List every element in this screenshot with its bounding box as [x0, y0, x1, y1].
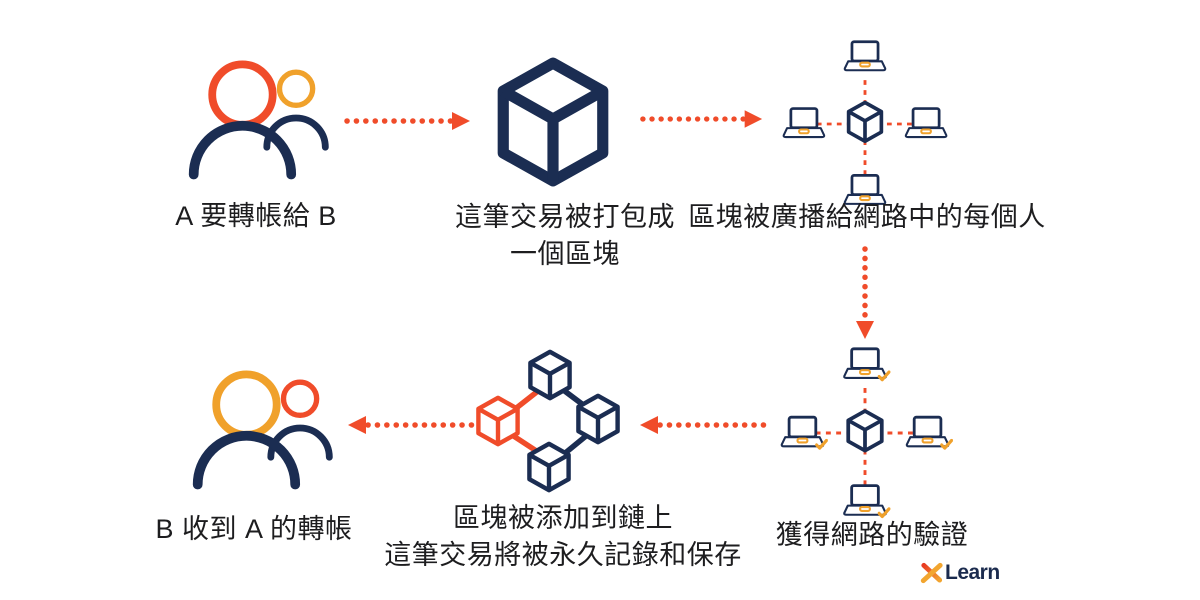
- xlearn-x-icon: [920, 562, 943, 584]
- verified-network-icon: [780, 347, 953, 519]
- xlearn-logo: Learn: [920, 561, 1000, 585]
- step-label-line: 區塊被添加到鏈上: [453, 503, 673, 533]
- step-label-added-to-chain: 區塊被添加到鏈上 這筆交易將被永久記錄和保存: [362, 500, 764, 574]
- step-label-line: 這筆交易被打包成: [455, 202, 675, 232]
- arrow-right-icon: [344, 112, 470, 130]
- two-people-icon: [188, 60, 329, 180]
- broadcast-network-icon: [782, 40, 948, 206]
- arrow-left-icon: [640, 416, 767, 434]
- xlearn-brand-text: Learn: [945, 561, 1000, 584]
- step-label-line: A 要轉帳給 B: [175, 201, 337, 231]
- step-label-line: B 收到 A 的轉帳: [155, 514, 353, 544]
- arrow-down-icon: [856, 246, 874, 339]
- step-label-line: 一個區塊: [510, 239, 620, 269]
- step-label-packaged-block: 這筆交易被打包成 一個區塊: [415, 199, 715, 273]
- step-label-verification: 獲得網路的驗證: [702, 517, 1042, 554]
- step-label-line: 這筆交易將被永久記錄和保存: [384, 540, 742, 570]
- blockchain-icon: [474, 349, 636, 499]
- arrow-left-icon: [348, 416, 475, 434]
- step-label-transfer-received: B 收到 A 的轉帳: [104, 511, 404, 548]
- step-label-line: 區塊被廣播給網路中的每個人: [688, 202, 1046, 232]
- two-people-icon: [192, 370, 333, 490]
- block-cube-icon: [492, 56, 614, 188]
- arrow-right-icon: [640, 110, 763, 128]
- step-label-broadcast: 區塊被廣播給網路中的每個人: [688, 199, 1046, 236]
- step-label-transfer-request: A 要轉帳給 B: [106, 198, 406, 235]
- step-label-line: 獲得網路的驗證: [775, 520, 969, 550]
